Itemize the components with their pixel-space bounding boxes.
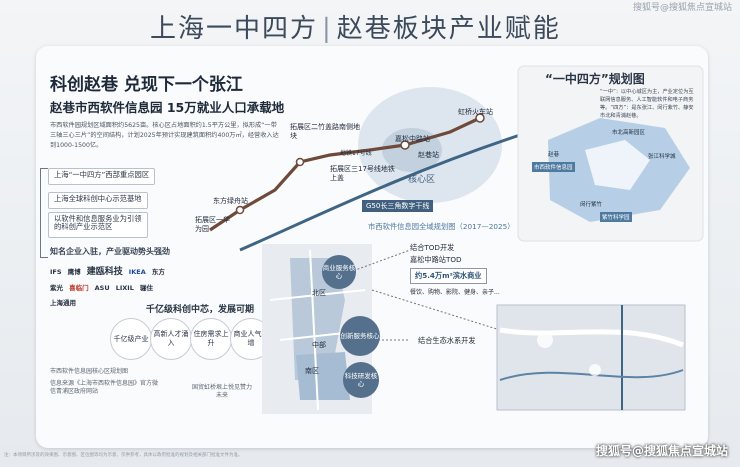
station-hongqiao bbox=[475, 113, 485, 123]
label-jiasong: 嘉松中路站 bbox=[395, 135, 430, 143]
label-g50: G50长三角数字干线 bbox=[362, 200, 434, 212]
top-watermark: 搜狐号@搜狐焦点宣城站 bbox=[632, 3, 732, 13]
tag-bracket bbox=[40, 168, 48, 258]
title-right: 赵巷板块产业赋能 bbox=[336, 14, 561, 44]
intro-paragraph: 市西软件园规划区域面积约5625亩。核心区占地面积约1.5平方公里，拟形成“一带… bbox=[50, 122, 279, 149]
right-title: “一中四方”规划图 bbox=[545, 72, 645, 86]
known-companies-title: 知名企业入驻，产业驱动势头强劲 bbox=[50, 247, 170, 256]
station-east bbox=[235, 205, 245, 215]
logo: 鹰博 bbox=[67, 268, 81, 276]
logo: 紫光 bbox=[50, 284, 63, 292]
page-title: 上海一中四方|赵巷板块产业赋能 bbox=[150, 8, 561, 45]
south-area bbox=[296, 352, 350, 400]
plan-label-zhaoxiang: 赵巷 bbox=[548, 152, 560, 158]
tod-box: 约5.4万m²滨水商业 bbox=[410, 268, 487, 284]
label-east-station: 东方绿舟站 bbox=[213, 197, 248, 205]
label-expand1: 拓展区一华为园 bbox=[195, 216, 230, 233]
connector bbox=[371, 289, 501, 331]
label-expand2: 拓展区二竹盖路南侧地块 bbox=[290, 123, 360, 140]
label-hongqiao: 虹桥火车站 bbox=[458, 108, 493, 116]
footer-disclaimer: 注：本项目所涉及的效果图、示意图、区位图等均为示意，仅供参考，具体以政府批准的规… bbox=[4, 453, 243, 458]
label-zhaoxiang: 赵巷站 bbox=[418, 151, 439, 159]
logo: LIXIL bbox=[115, 284, 134, 292]
road bbox=[269, 289, 366, 301]
detail-road bbox=[499, 327, 684, 348]
label-middle: 中部 bbox=[312, 341, 326, 349]
tod-line2: 嘉松中路站TOD bbox=[410, 255, 462, 264]
label-south: 南区 bbox=[305, 367, 319, 375]
plan-label-west: 市西软件信息园 bbox=[532, 162, 575, 172]
plan-label-north: 市北高新园区 bbox=[612, 130, 646, 136]
label-expand3: 拓展区三17号线地铁上盖 bbox=[330, 165, 395, 182]
plan-label-zizhu: 紫竹科学园 bbox=[600, 212, 632, 222]
label-core: 核心区 bbox=[408, 175, 436, 185]
plan-caption: 市西软件信息园全域规划图（2017—2025） bbox=[368, 222, 515, 231]
road bbox=[309, 249, 319, 411]
detail-node bbox=[589, 364, 601, 376]
logo: 建瓯科技 bbox=[86, 267, 123, 277]
subheadline: 赵巷市西软件信息园 15万就业人口承载地 bbox=[50, 100, 285, 115]
logo: 骊住 bbox=[139, 284, 153, 292]
chain-node-industry: 千亿级产业 bbox=[110, 318, 152, 360]
station-expand2 bbox=[295, 157, 305, 167]
title-left: 上海一中四方 bbox=[150, 14, 319, 44]
chain-title: 千亿级科创中芯，发展可期 bbox=[146, 305, 255, 315]
logo: ASU bbox=[94, 284, 110, 292]
watermark: 搜狐号@搜狐焦点宣城站 bbox=[595, 444, 728, 458]
north-area bbox=[290, 258, 345, 380]
company-logos: IFS 鹰博 建瓯科技 IKEA 东方 紫光 喜临门 ASU LIXIL 骊住 … bbox=[50, 262, 185, 310]
node-innovation-core: 创新服务核心 bbox=[340, 316, 380, 356]
note-core-plan: 市西软件信息园核心区规划图 bbox=[50, 368, 129, 375]
label-north: 北区 bbox=[312, 289, 326, 297]
title-separator: | bbox=[322, 14, 333, 44]
right-note: “一中”：以中心城区为主，产业定位为互联网信息服务、人工智能软件和电子商务等。“… bbox=[600, 89, 694, 119]
tag-demo-base: 上海全球科创中心示范基地 bbox=[48, 192, 148, 209]
logo: 喜临门 bbox=[69, 284, 89, 292]
tag-west-park: 上海“一中四方”西部重点园区 bbox=[48, 168, 156, 185]
note-promo: 国贸虹桥垠上悦见赞力未来 bbox=[192, 384, 253, 399]
logo: 上海通用 bbox=[50, 299, 76, 307]
eco-label: 结合生态水系开发 bbox=[418, 336, 476, 345]
label-line17: 地铁17号线 bbox=[340, 150, 372, 157]
note-source: 信息来源《上海市西软件信息园》官方微信青浦区政府网站 bbox=[50, 380, 159, 395]
node-tech-core: 科技研发核心 bbox=[343, 362, 379, 398]
plan-label-minhang: 闵行紫竹 bbox=[580, 202, 603, 208]
tod-line1: 结合TOD开发 bbox=[410, 243, 455, 252]
detail-map bbox=[496, 304, 686, 411]
chain-node-talent: 高新人才涌入 bbox=[150, 318, 192, 360]
node-commerce-core: 商业服务核心 bbox=[322, 255, 356, 289]
tag-software: 以软件和信息服务业为引领的科创产业示范区 bbox=[48, 212, 148, 238]
detail-node bbox=[537, 332, 553, 348]
tod-items: 餐饮、购物、影院、健身、亲子... bbox=[410, 289, 500, 296]
logo: IKEA bbox=[128, 268, 146, 276]
metro-line-17 bbox=[209, 116, 481, 232]
headline: 科创赵巷 兑现下一个张江 bbox=[50, 75, 243, 95]
logo: 东方 bbox=[151, 268, 165, 276]
connector bbox=[349, 249, 411, 273]
station-jiasong bbox=[400, 140, 410, 150]
g50-line bbox=[239, 133, 521, 252]
plan-center bbox=[585, 140, 650, 190]
logo: IFS bbox=[50, 268, 62, 276]
plan-label-zhangjiang: 张江科学城 bbox=[648, 154, 676, 160]
